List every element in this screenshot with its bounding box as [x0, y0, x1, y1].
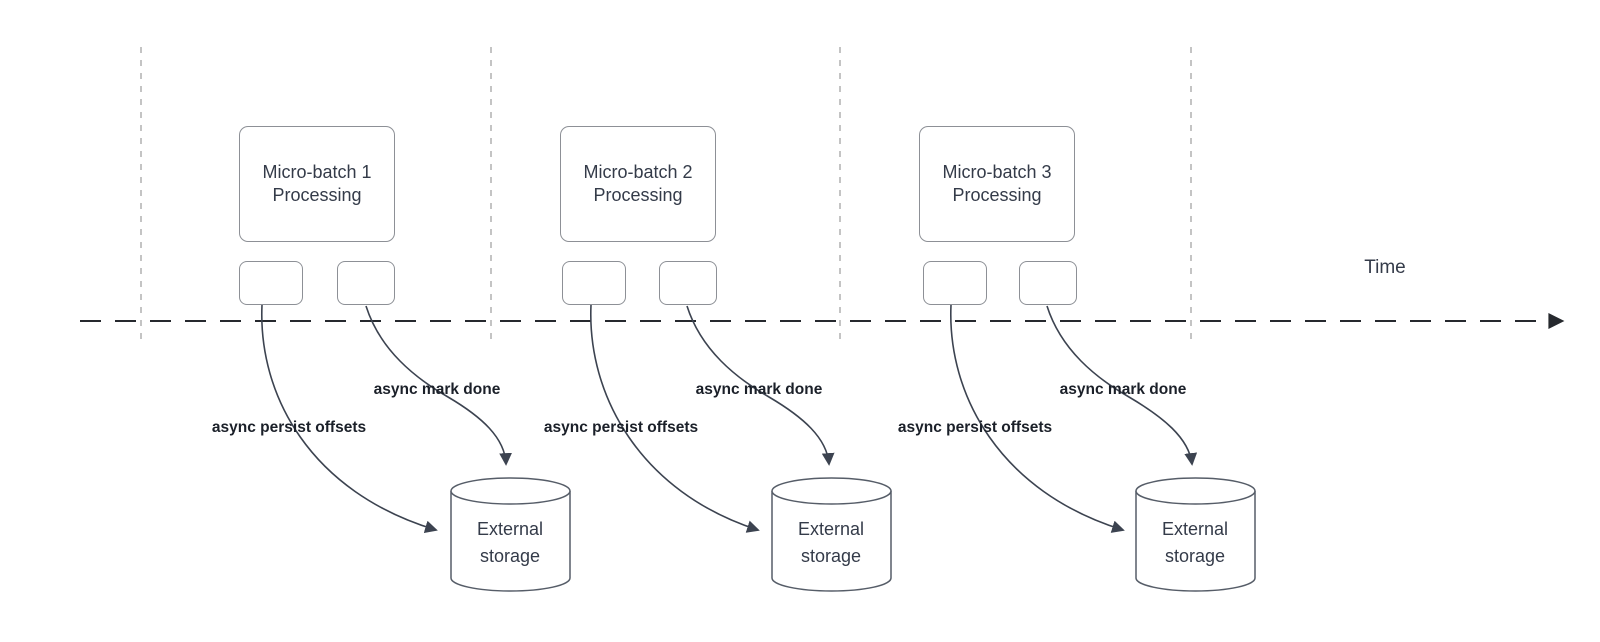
mark-done-arrow	[686, 305, 835, 466]
async-task-box-persist	[562, 261, 626, 305]
micro-batch-title: Micro-batch 3	[942, 162, 1052, 182]
external-storage-cylinder	[1135, 477, 1256, 592]
micro-batch-box: Micro-batch 1 Processing	[239, 126, 395, 242]
micro-batch-title: Micro-batch 2	[583, 162, 693, 182]
async-task-box-done	[1019, 261, 1077, 305]
mark-done-arrow	[1046, 305, 1198, 466]
persist-offsets-arrow	[590, 304, 760, 533]
micro-batch-box: Micro-batch 3 Processing	[919, 126, 1075, 242]
micro-batch-box: Micro-batch 2 Processing	[560, 126, 716, 242]
micro-batch-subtitle: Processing	[272, 185, 362, 205]
persist-offsets-arrow	[950, 304, 1125, 533]
micro-batch-subtitle: Processing	[952, 185, 1042, 205]
micro-batch-subtitle: Processing	[593, 185, 683, 205]
external-storage-cylinder	[771, 477, 892, 592]
async-task-box-done	[337, 261, 395, 305]
mark-done-arrow	[365, 305, 512, 466]
external-storage-cylinder	[450, 477, 571, 592]
async-task-box-persist	[923, 261, 987, 305]
async-task-box-done	[659, 261, 717, 305]
persist-offsets-arrow	[261, 304, 438, 533]
micro-batch-title: Micro-batch 1	[262, 162, 372, 182]
async-task-box-persist	[239, 261, 303, 305]
